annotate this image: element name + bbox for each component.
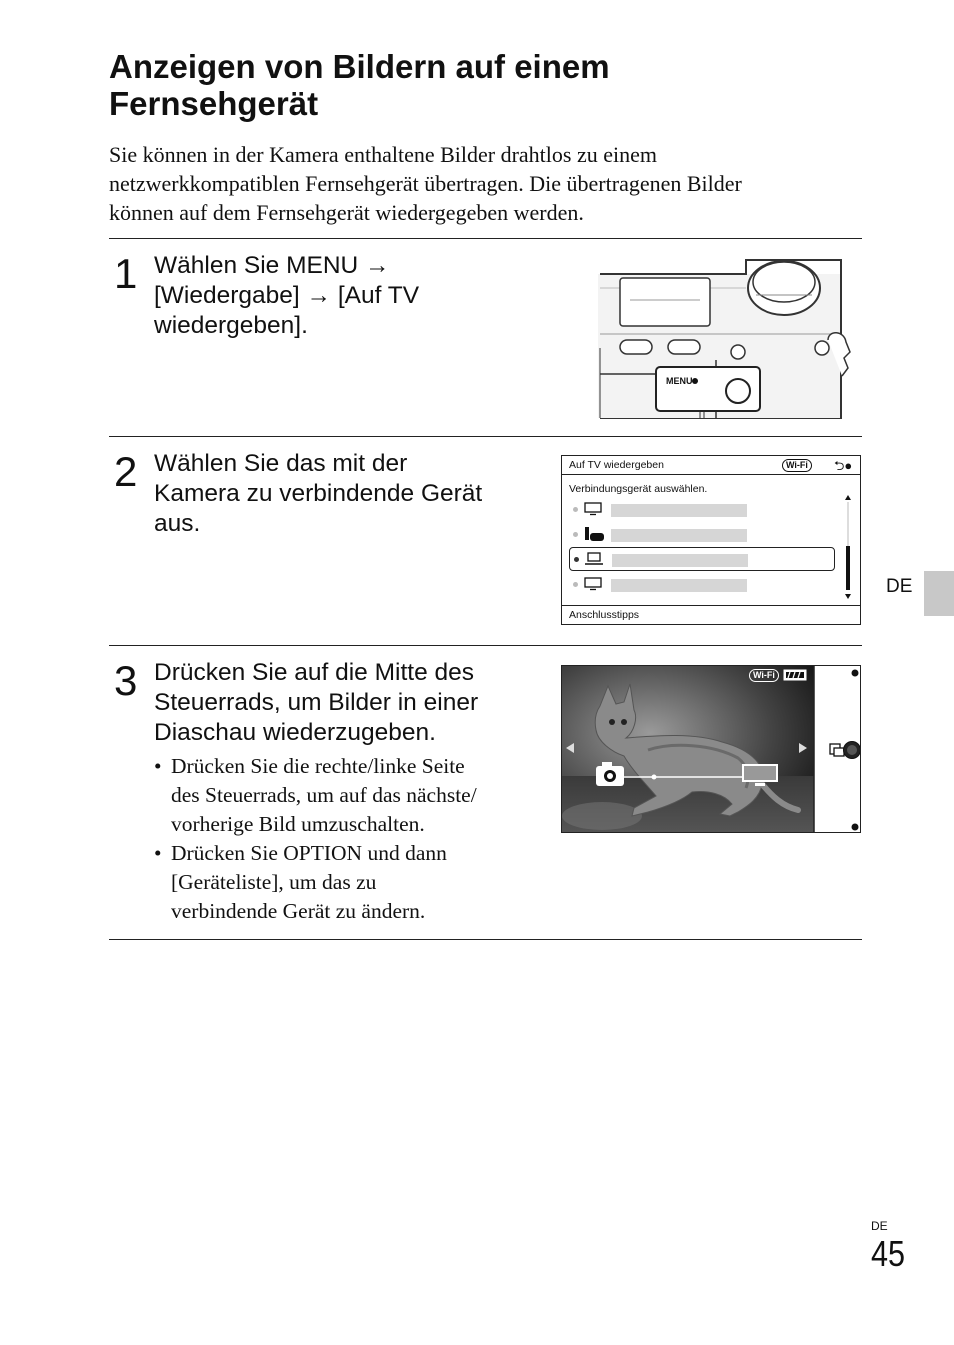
intro-paragraph: Sie können in der Kamera enthaltene Bild…	[109, 140, 829, 227]
screen-title: Auf TV wiedergeben	[569, 459, 664, 471]
connection-tips-label: Anschlusstipps	[569, 609, 640, 621]
step-line: Wählen Sie das mit der	[154, 450, 408, 477]
title-line-2: Fernsehgerät	[109, 85, 319, 122]
language-tab-label: DE	[886, 576, 913, 597]
bullet-line: Drücken Sie die rechte/linke Seite	[171, 754, 465, 778]
screen-header: Auf TV wiedergeben Wi-Fi ⮌●	[562, 456, 860, 475]
step-line: Steuerrads, um Bilder in einer	[154, 689, 479, 716]
intro-line: Sie können in der Kamera enthaltene Bild…	[109, 142, 657, 167]
step-line: Drücken Sie auf die Mitte des	[154, 659, 475, 686]
tv-icon	[584, 502, 602, 516]
divider	[109, 645, 862, 646]
printer-game-icon	[585, 527, 604, 541]
screen-footer: Anschlusstipps	[562, 605, 860, 624]
bullet-line: vorherige Bild umzuschalten.	[171, 812, 425, 836]
bullet-line: [Geräteliste], um das zu	[171, 870, 377, 894]
title-line-1: Anzeigen von Bildern auf einem	[109, 48, 610, 85]
step-line: Wählen Sie MENU →	[154, 252, 390, 279]
wifi-icon: Wi-Fi	[749, 669, 779, 682]
menu-button-label: MENU	[666, 376, 693, 386]
bullet-line: des Steuerrads, um auf das nächste/	[171, 783, 477, 807]
device-row	[569, 498, 835, 522]
intro-line: können auf dem Fernsehgerät wiedergegebe…	[109, 200, 584, 225]
step-2-number: 2	[114, 448, 138, 495]
bullet-line: verbindende Gerät zu ändern.	[171, 899, 426, 923]
step-line: [Wiedergabe] → [Auf TV	[154, 282, 420, 309]
right-arrow-icon	[799, 743, 807, 753]
intro-line: netzwerkkompatiblen Fernsehgerät übertra…	[109, 171, 742, 196]
camera-icon	[596, 762, 624, 786]
cat-photo	[562, 666, 860, 832]
step-line: Kamera zu verbindende Gerät	[154, 480, 483, 507]
language-tab	[924, 571, 954, 616]
step-line: wiedergeben].	[154, 312, 308, 339]
wifi-icon: Wi-Fi	[782, 459, 812, 472]
device-row	[569, 523, 835, 547]
step-3-bullets: Drücken Sie die rechte/linke Seite des S…	[154, 752, 534, 926]
divider	[109, 436, 862, 437]
bullet-item: Drücken Sie OPTION und dann [Geräteliste…	[154, 839, 534, 926]
tv-icon	[742, 764, 778, 786]
left-arrow-icon	[566, 743, 574, 753]
step-line: Diaschau wiederzugeben.	[154, 719, 436, 746]
step-line: aus.	[154, 510, 201, 537]
step-1-number: 1	[114, 250, 138, 297]
divider	[109, 939, 862, 940]
page-title: Anzeigen von Bildern auf einem Fernsehge…	[109, 48, 809, 122]
tv-icon	[584, 577, 602, 591]
footer-language: DE	[871, 1219, 888, 1233]
device-row-selected	[569, 547, 835, 571]
step-3-number: 3	[114, 657, 138, 704]
device-row	[569, 573, 835, 597]
battery-icon	[783, 669, 807, 681]
laptop-icon	[585, 552, 603, 565]
bullet-line: Drücken Sie OPTION und dann	[171, 841, 447, 865]
menu-button	[725, 378, 751, 404]
divider	[109, 238, 862, 239]
device-select-screen: Auf TV wiedergeben Wi-Fi ⮌● Verbindungsg…	[561, 455, 861, 625]
screen-subtitle: Verbindungsgerät auswählen.	[569, 483, 708, 495]
back-arrow-icon: ⮌●	[834, 458, 853, 473]
camera-back-illustration: MENU	[598, 259, 851, 419]
slideshow-screen: Wi-Fi	[561, 665, 861, 833]
scrollbar	[845, 494, 851, 599]
control-wheel-icon	[829, 741, 860, 759]
step-3-text: Drücken Sie auf die Mitte des Steuerrads…	[154, 658, 544, 748]
step-2-text: Wählen Sie das mit der Kamera zu verbind…	[154, 449, 544, 539]
page-number: 45	[871, 1233, 906, 1274]
step-1-text: Wählen Sie MENU → [Wiedergabe] → [Auf TV…	[154, 251, 484, 341]
bullet-item: Drücken Sie die rechte/linke Seite des S…	[154, 752, 534, 839]
